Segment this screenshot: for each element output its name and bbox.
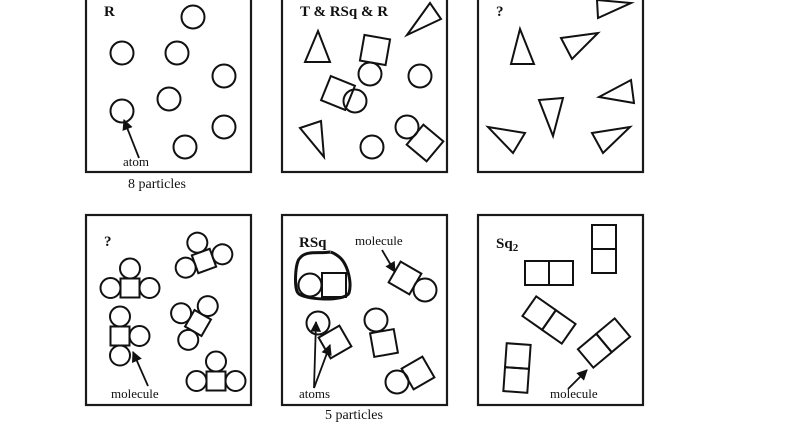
atom-circle bbox=[172, 134, 198, 160]
panel-box-t-rsq-r bbox=[280, 0, 449, 174]
pointer-arrow bbox=[131, 351, 149, 387]
atom-square bbox=[405, 123, 445, 163]
atom-triangle bbox=[403, 1, 443, 38]
atom-triangle bbox=[595, 0, 635, 20]
shapes-layer bbox=[99, 0, 636, 395]
panel-title-r: R bbox=[104, 4, 115, 20]
atom-circle bbox=[394, 114, 420, 140]
atom-square bbox=[368, 327, 400, 359]
atom-triangle bbox=[485, 125, 527, 155]
atom-circle bbox=[156, 86, 182, 112]
caption-5-particles: 5 particles bbox=[325, 408, 383, 423]
atom-square bbox=[317, 324, 353, 360]
atom-square bbox=[319, 74, 357, 112]
molecule-sq2 bbox=[521, 295, 577, 345]
label-atoms: atoms bbox=[299, 386, 330, 401]
molecule-r3sq bbox=[109, 305, 151, 367]
label-molecule-sq2: molecule bbox=[550, 386, 598, 401]
panel-title-unknown-top: ? bbox=[496, 4, 504, 20]
pointer-arrow bbox=[310, 320, 322, 389]
atom-circle bbox=[363, 307, 389, 333]
atom-triangle bbox=[559, 31, 601, 61]
label-atom: atom bbox=[123, 154, 149, 169]
atom-triangle bbox=[537, 96, 565, 140]
molecule-enclosure-outline bbox=[294, 250, 352, 301]
atom-circle bbox=[297, 272, 323, 298]
molecule-r3sq bbox=[185, 350, 247, 392]
panel-title-sq2: Sq2 bbox=[496, 236, 519, 254]
atom-circle bbox=[109, 98, 135, 124]
caption-8-particles: 8 particles bbox=[128, 177, 186, 192]
atom-circle bbox=[342, 88, 368, 114]
atom-circle bbox=[164, 40, 190, 66]
pointer-arrow bbox=[313, 343, 332, 389]
panel-title-t-rsq-r: T & RSq & R bbox=[300, 4, 388, 20]
atom-square bbox=[358, 33, 392, 67]
atom-square bbox=[387, 260, 423, 296]
molecule-sq2 bbox=[524, 260, 574, 286]
label-molecule-bottom-left: molecule bbox=[111, 386, 159, 401]
atom-triangle bbox=[509, 25, 536, 65]
atom-square bbox=[321, 272, 347, 298]
panel-box-unknown-bottom bbox=[84, 213, 253, 407]
molecule-sq2 bbox=[502, 342, 532, 394]
atom-circle bbox=[211, 63, 237, 89]
panel-box-r bbox=[84, 0, 253, 174]
panel-box-rsq bbox=[280, 213, 449, 407]
atom-circle bbox=[305, 310, 331, 336]
pointer-arrow bbox=[567, 369, 588, 390]
atom-circle bbox=[357, 61, 383, 87]
atom-triangle bbox=[590, 125, 633, 155]
atom-circle bbox=[211, 114, 237, 140]
panel-box-sq2 bbox=[476, 213, 645, 407]
atom-square bbox=[400, 355, 436, 391]
atom-circle bbox=[109, 40, 135, 66]
pointer-arrow bbox=[122, 118, 140, 159]
label-molecule-rsq: molecule bbox=[355, 233, 403, 248]
molecule-sq2 bbox=[591, 224, 617, 274]
atom-circle bbox=[180, 4, 206, 30]
pointer-arrow bbox=[381, 249, 396, 273]
atom-circle bbox=[359, 134, 385, 160]
atom-triangle bbox=[595, 78, 636, 105]
panel-title-unknown-bottom: ? bbox=[104, 234, 112, 250]
atom-triangle bbox=[303, 28, 332, 63]
molecule-sq2 bbox=[576, 316, 632, 370]
panel-title-rsq: RSq bbox=[299, 235, 327, 251]
molecule-r3sq bbox=[170, 295, 219, 351]
molecule-r3sq bbox=[99, 257, 161, 299]
atom-circle bbox=[407, 63, 433, 89]
molecule-r3sq bbox=[174, 231, 234, 279]
panel-box-unknown-top bbox=[476, 0, 645, 174]
atom-circle bbox=[412, 277, 438, 303]
atom-triangle bbox=[298, 119, 326, 161]
